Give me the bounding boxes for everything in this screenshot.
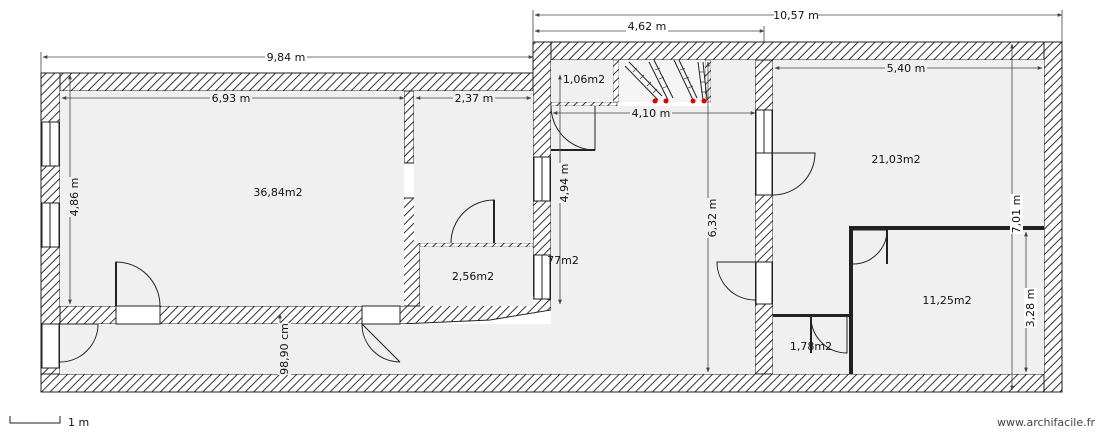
floor-hall-top <box>711 60 755 106</box>
door-swing-bath <box>450 199 495 244</box>
area-corridor: 77m2 <box>547 254 579 267</box>
area-labels: 36,84m2 1,06m2 2,56m2 77m2 21,03m2 11,25… <box>253 73 971 353</box>
partition-a <box>403 90 415 164</box>
area-bedroom: 11,25m2 <box>922 294 971 307</box>
door-gap-1 <box>115 305 161 325</box>
wall-right <box>1043 41 1063 393</box>
stair-markers <box>652 98 707 104</box>
door-gap-3 <box>755 152 773 196</box>
dim-left-width: 9,84 m <box>267 51 306 64</box>
dim-room-a-width: 6,93 m <box>212 92 251 105</box>
floor-right <box>773 60 1044 226</box>
wall-top-right <box>532 41 1063 61</box>
wall-wc-top <box>773 314 851 317</box>
door-gap-entry <box>41 323 60 369</box>
dim-left-height: 4,86 m <box>68 178 81 217</box>
partition-small-top <box>550 101 618 107</box>
dim-hall-height: 4,94 m <box>558 164 571 203</box>
wall-bedroom-top <box>851 226 1044 230</box>
floor-main-2 <box>331 163 402 306</box>
door-swing-3 <box>772 152 816 196</box>
scale-bar: 1 m <box>9 416 89 429</box>
dim-room-b-width: 2,37 m <box>455 92 494 105</box>
brand-watermark: www.archifacile.fr <box>997 416 1095 429</box>
wall-top-left <box>40 72 536 92</box>
area-main-room: 36,84m2 <box>253 186 302 199</box>
area-small-top: 1,06m2 <box>563 73 605 86</box>
wall-middle-right <box>754 59 774 375</box>
scale-label: 1 m <box>68 416 89 429</box>
door-swing-2 <box>361 323 401 363</box>
partition-shelf-2 <box>419 242 534 248</box>
dim-middle-height: 6,32 m <box>706 199 719 238</box>
door-gap-4 <box>755 261 773 305</box>
partition-small-right <box>612 59 620 103</box>
door-gap-2 <box>361 305 401 325</box>
door-swing-1 <box>115 261 161 307</box>
area-right-room: 21,03m2 <box>871 153 920 166</box>
dim-middle-width: 4,62 m <box>628 20 667 33</box>
wall-bedroom-left <box>849 226 853 374</box>
stair-rungs <box>632 67 706 94</box>
wall-corridor <box>59 305 401 325</box>
floor-bath <box>420 247 533 306</box>
floor-hall <box>551 106 755 374</box>
area-wc: 1,78m2 <box>790 340 832 353</box>
floors <box>60 60 1044 374</box>
windows <box>41 109 773 300</box>
dim-overall-width: 10,57 m <box>773 9 819 22</box>
door-swing-entry <box>59 323 99 363</box>
dim-bottom-length: 98,90 cm <box>278 323 291 375</box>
dim-right-room-width: 5,40 m <box>887 62 926 75</box>
floor-right-low <box>773 226 849 314</box>
wall-bottom <box>40 373 1063 393</box>
door-swing-4 <box>716 261 756 301</box>
area-small-bath: 2,56m2 <box>452 270 494 283</box>
dim-small-room-height: 3,28 m <box>1024 289 1037 328</box>
dim-hall-width: 4,10 m <box>632 107 671 120</box>
dimension-labels: 10,57 m 4,62 m 9,84 m 6,93 m 2,37 m 4,10… <box>68 8 1037 375</box>
doors <box>41 105 888 369</box>
dim-right-height: 7,01 m <box>1010 195 1023 234</box>
floor-room-b <box>414 91 533 243</box>
